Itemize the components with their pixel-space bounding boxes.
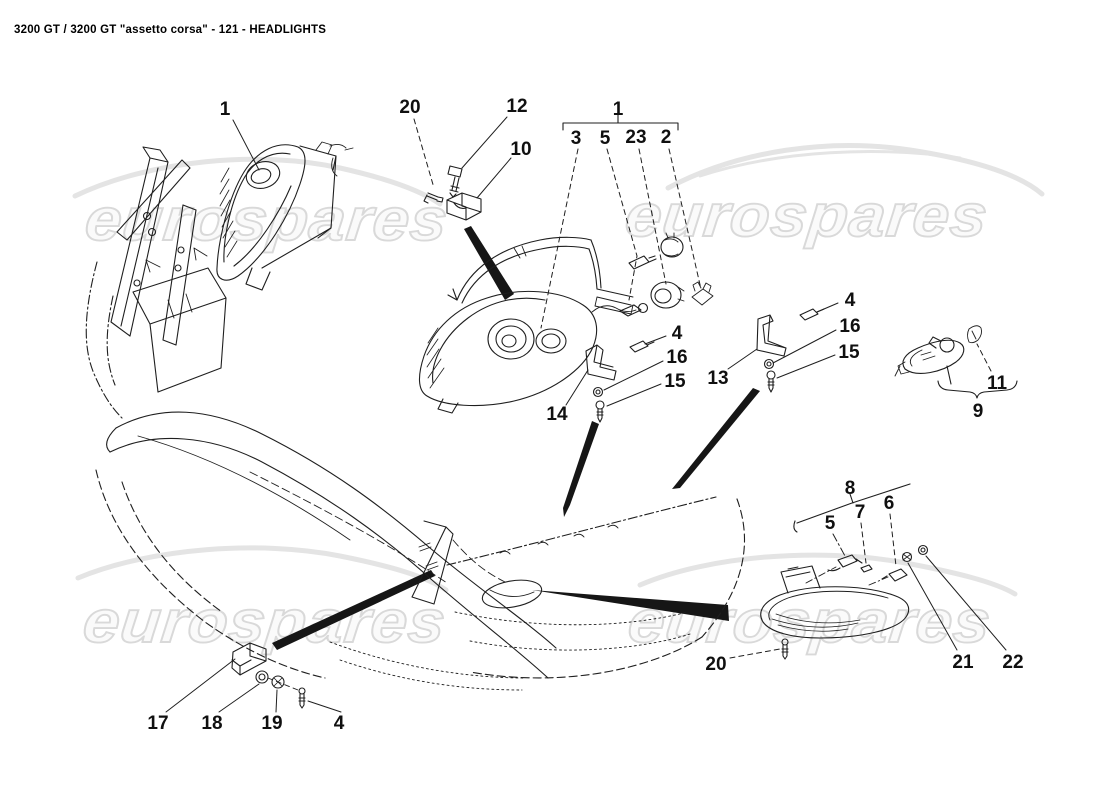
callout-label-b-20: 20	[705, 654, 726, 675]
leader-line-grp1-5	[606, 148, 638, 301]
group-1-bracket	[562, 114, 679, 131]
callout-label-hl-1: 1	[220, 99, 231, 120]
group-8-bracket-line	[793, 483, 911, 533]
callout-label-bl-19: 19	[261, 713, 282, 734]
callout-label-b-7: 7	[855, 502, 866, 523]
bumper-corner-drawing	[411, 496, 746, 679]
callout-label-b-21: 21	[952, 652, 974, 673]
leader-line-mid-4	[644, 335, 667, 345]
callout-label-mid-15: 15	[664, 371, 686, 392]
callout-label-r-15: 15	[838, 342, 860, 363]
leader-line-r-16	[772, 329, 837, 364]
callout-label-bl-17: 17	[147, 713, 168, 734]
leader-line-r-11	[976, 343, 992, 372]
wedge-from-bracket-14	[563, 421, 599, 517]
callout-label-grp1-3: 3	[571, 128, 582, 149]
leader-line-b-7	[860, 522, 867, 564]
wedge-to-turn-signal	[532, 590, 729, 621]
leader-line-top-20	[413, 118, 435, 189]
leader-line-grp1-2	[668, 148, 702, 290]
leader-line-b-5	[832, 533, 846, 557]
side-repeater-drawing	[894, 325, 1018, 399]
leader-line-top-12	[461, 116, 508, 169]
callout-label-mid-4: 4	[672, 323, 683, 344]
wedge-to-headlamp	[464, 226, 514, 300]
leader-line-mid-15	[606, 383, 662, 407]
leader-line-grp1-23	[638, 148, 667, 285]
leader-line-bl-17	[165, 658, 236, 713]
leader-line-r-4	[816, 302, 839, 313]
callout-label-mid-14: 14	[546, 404, 568, 425]
callout-label-bl-18: 18	[201, 713, 222, 734]
bulb-and-cap-parts-drawing	[619, 232, 714, 317]
leader-line-r-15	[776, 354, 836, 379]
fastener-12-10-20-drawing	[423, 165, 482, 221]
leader-line-bl-4	[307, 700, 342, 713]
pointer-wedges	[272, 226, 760, 650]
callout-label-r-16: 16	[839, 316, 860, 337]
callout-label-b-5: 5	[825, 513, 836, 534]
leader-line-bl-18	[218, 683, 260, 713]
front-frame-drawing	[110, 146, 197, 346]
callout-label-grp1-23: 23	[625, 127, 646, 148]
callout-label-r-13: 13	[707, 368, 728, 389]
leader-line-bl-19	[275, 689, 278, 713]
wedge-from-bracket-13	[672, 388, 760, 489]
callout-label-r-4: 4	[845, 290, 856, 311]
leader-line-grp1-3	[540, 148, 579, 329]
callout-label-bl-4: 4	[334, 713, 345, 734]
leader-line-b-6	[889, 513, 897, 567]
callout-label-grp1-2: 2	[661, 127, 672, 148]
callout-label-b-8: 8	[845, 478, 856, 499]
wedge-to-bracket-17	[272, 570, 435, 650]
group-9-brace	[937, 380, 1018, 399]
headlamp-trim-strip-drawing	[447, 236, 634, 315]
headlamp-unit-drawing	[418, 290, 637, 414]
leader-line-b-22	[925, 555, 1007, 651]
leader-line-b-20	[729, 648, 781, 659]
callout-label-grp1-5: 5	[600, 128, 611, 149]
callout-label-b-6: 6	[884, 493, 895, 514]
watermark-swoosh-curves	[72, 143, 1045, 597]
leader-line-mid-14	[565, 369, 589, 406]
leader-line-r-13	[727, 348, 758, 370]
callout-label-top-20: 20	[399, 97, 420, 118]
callout-label-b-22: 22	[1002, 652, 1023, 673]
turn-signal-lamp-drawing	[760, 544, 929, 660]
callout-label-top-12: 12	[506, 96, 527, 117]
bracket-14-group-drawing	[585, 340, 655, 423]
callout-label-r-11: 11	[987, 373, 1008, 394]
bracket-13-group-drawing	[756, 308, 825, 393]
leader-line-top-10	[476, 157, 512, 199]
front-bumper-drawing	[85, 159, 557, 691]
bracket-17-group-drawing	[231, 642, 306, 709]
callout-label-mid-16: 16	[666, 347, 687, 368]
headlight-assembly-drawing	[216, 141, 354, 291]
leader-line-mid-16	[603, 360, 664, 391]
callout-label-top-10: 10	[510, 139, 531, 160]
leader-line-b-21	[907, 562, 958, 651]
leader-line-hl-1	[232, 119, 260, 171]
callout-label-grp1: 1	[613, 99, 624, 120]
callout-label-r-9: 9	[973, 401, 984, 422]
page-title: 3200 GT / 3200 GT "assetto corsa" - 121 …	[14, 24, 327, 36]
